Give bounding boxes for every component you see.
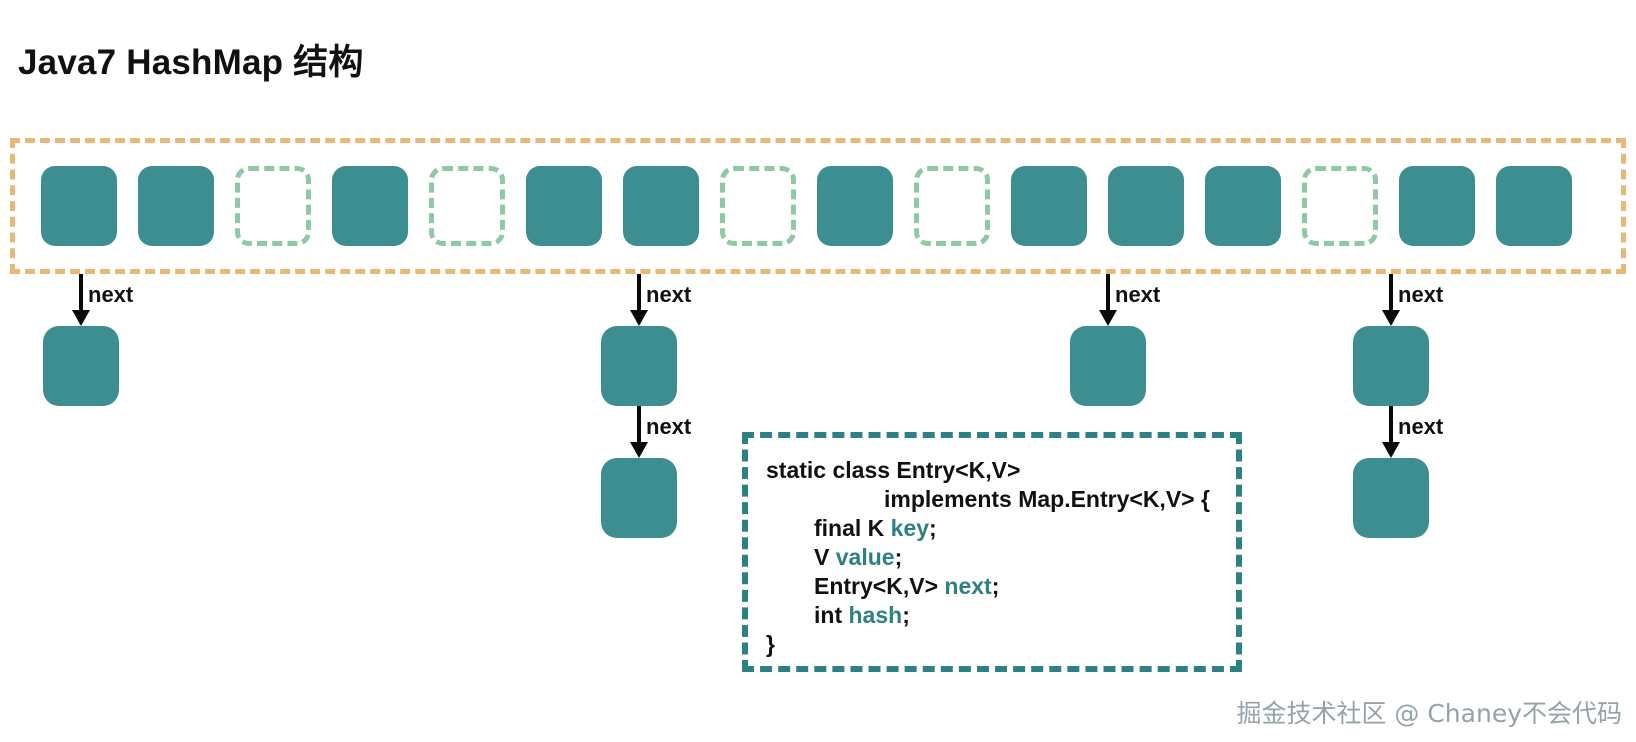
- code-text: static class Entry<K,V>: [766, 457, 1021, 483]
- bucket-cell-8[interactable]: [817, 166, 893, 246]
- code-text: int: [814, 602, 849, 628]
- chain-bucket-0: next: [43, 274, 133, 406]
- code-text: ;: [991, 573, 1000, 599]
- bucket-cell-0[interactable]: [41, 166, 117, 246]
- bucket-cell-12[interactable]: [1205, 166, 1281, 246]
- code-text: Entry<K,V>: [814, 573, 945, 599]
- chain-bucket-14: next next: [1353, 274, 1443, 538]
- arrow-head-icon: [1382, 310, 1400, 326]
- bucket-cell-9[interactable]: [914, 166, 990, 246]
- code-line-1: implements Map.Entry<K,V> {: [766, 485, 1222, 514]
- entry-node[interactable]: [1353, 326, 1429, 406]
- arrow-head-icon: [1099, 310, 1117, 326]
- arrow-head-icon: [630, 310, 648, 326]
- code-text: ;: [894, 544, 903, 570]
- arrow-line: [79, 274, 83, 316]
- code-line-0: static class Entry<K,V>: [766, 456, 1222, 485]
- code-text: final K: [814, 515, 891, 541]
- code-text: V: [814, 544, 836, 570]
- arrow-line: [1389, 406, 1393, 448]
- code-field-name: value: [835, 544, 895, 570]
- bucket-array-container: [10, 138, 1626, 274]
- bucket-cell-6[interactable]: [623, 166, 699, 246]
- next-label: next: [88, 282, 134, 307]
- bucket-cell-3[interactable]: [332, 166, 408, 246]
- arrow-line: [1389, 274, 1393, 316]
- arrow-line: [1106, 274, 1110, 316]
- bucket-cell-7[interactable]: [720, 166, 796, 246]
- bucket-cell-list: [41, 166, 1595, 246]
- arrow-head-icon: [72, 310, 90, 326]
- watermark: 掘金技术社区 @ Chaney不会代码: [1236, 699, 1622, 728]
- bucket-cell-11[interactable]: [1108, 166, 1184, 246]
- next-pointer-arrow: next: [1382, 274, 1443, 326]
- next-pointer-arrow: next: [1382, 406, 1443, 458]
- arrow-head-icon: [630, 442, 648, 458]
- bucket-cell-15[interactable]: [1496, 166, 1572, 246]
- code-text: ;: [929, 515, 937, 541]
- bucket-cell-14[interactable]: [1399, 166, 1475, 246]
- entry-node[interactable]: [601, 326, 677, 406]
- next-pointer-arrow: next: [630, 274, 691, 326]
- bucket-cell-13[interactable]: [1302, 166, 1378, 246]
- next-label: next: [1398, 414, 1444, 439]
- code-field-name: hash: [848, 602, 903, 628]
- arrow-line: [637, 274, 641, 316]
- code-line-5: int hash;: [766, 601, 1222, 630]
- bucket-cell-4[interactable]: [429, 166, 505, 246]
- code-line-6: }: [766, 630, 1222, 659]
- bucket-cell-1[interactable]: [138, 166, 214, 246]
- entry-node[interactable]: [1353, 458, 1429, 538]
- code-text: ;: [902, 602, 910, 628]
- arrow-line: [637, 406, 641, 448]
- code-line-4: Entry<K,V> next;: [766, 572, 1222, 601]
- bucket-cell-10[interactable]: [1011, 166, 1087, 246]
- entry-node[interactable]: [1070, 326, 1146, 406]
- chain-bucket-11: next: [1070, 274, 1160, 406]
- entry-class-code-box: static class Entry<K,V> implements Map.En…: [742, 432, 1242, 672]
- next-label: next: [1115, 282, 1161, 307]
- code-text: implements Map.Entry<K,V> {: [884, 486, 1210, 512]
- page-title: Java7 HashMap 结构: [18, 43, 364, 82]
- entry-node[interactable]: [43, 326, 119, 406]
- code-field-name: key: [890, 515, 930, 541]
- next-label: next: [1398, 282, 1444, 307]
- next-pointer-arrow: next: [1099, 274, 1160, 326]
- next-pointer-arrow: next: [72, 274, 133, 326]
- code-line-2: final K key;: [766, 514, 1222, 543]
- next-pointer-arrow: next: [630, 406, 691, 458]
- code-field-name: next: [944, 573, 992, 599]
- bucket-cell-5[interactable]: [526, 166, 602, 246]
- next-label: next: [646, 414, 692, 439]
- bucket-cell-2[interactable]: [235, 166, 311, 246]
- chain-bucket-6: next next: [601, 274, 691, 538]
- code-line-3: V value;: [766, 543, 1222, 572]
- next-label: next: [646, 282, 692, 307]
- arrow-head-icon: [1382, 442, 1400, 458]
- code-text: }: [766, 631, 775, 657]
- entry-node[interactable]: [601, 458, 677, 538]
